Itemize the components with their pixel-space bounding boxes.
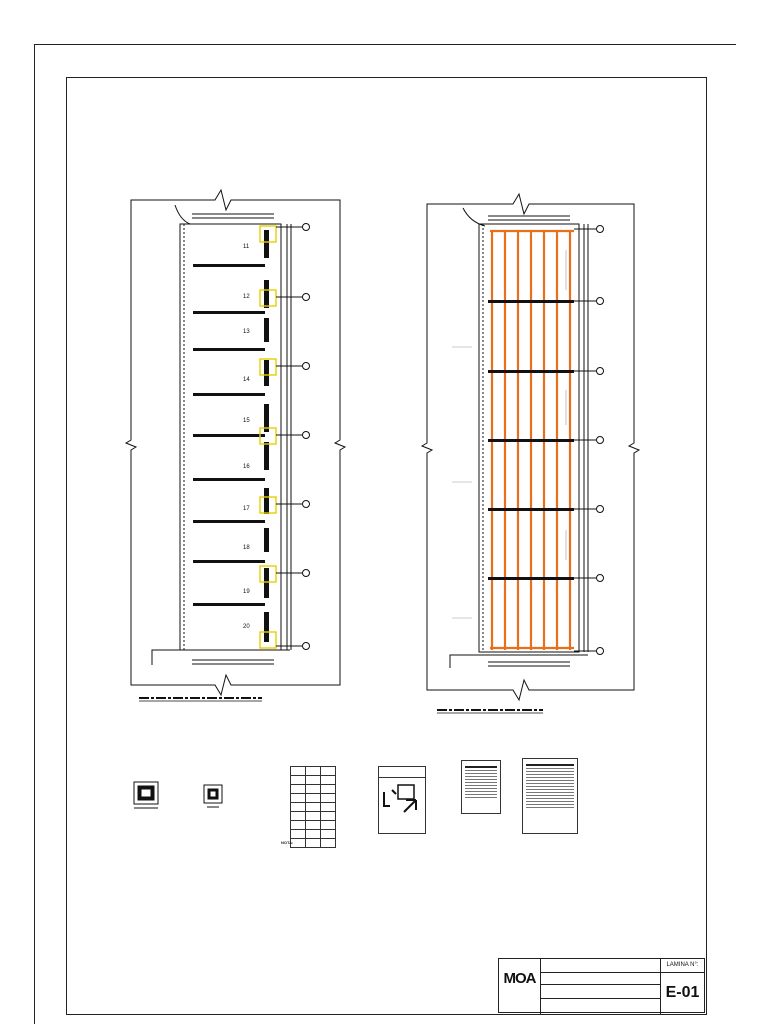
table-cell: [290, 829, 306, 839]
table-cell: [305, 793, 321, 803]
right-axis-markers: [574, 225, 604, 655]
table-cell: [320, 775, 336, 785]
left-bay-labels: 11 12 13 14 15 16 17 18 19 20: [243, 244, 250, 630]
table-header-cell: [290, 766, 306, 776]
right-plan-outline: [420, 192, 641, 702]
right-slab-outline: [478, 223, 580, 653]
table-row: [290, 802, 336, 812]
table-cell: [290, 802, 306, 812]
detail-section-graphic: [383, 784, 417, 813]
table-row: [290, 784, 336, 794]
table-cell: [320, 811, 336, 821]
table-cell: [320, 838, 336, 848]
detail-box: [378, 766, 426, 834]
table-cell: [305, 775, 321, 785]
table-cell: [290, 820, 306, 830]
right-plan-caption: [437, 709, 543, 714]
table-row: [290, 829, 336, 839]
table-cell: [320, 829, 336, 839]
table-cell: [305, 802, 321, 812]
right-annotations: [452, 250, 567, 619]
spec-sheet-1: [461, 760, 501, 814]
table-row: [290, 838, 336, 848]
left-plan: [124, 188, 347, 697]
bay-label: 11: [243, 244, 250, 250]
company-logo: MOA: [499, 959, 541, 1014]
sheet-number-cell: LAMINA N°: E-01: [661, 959, 704, 1014]
table-cell: [320, 793, 336, 803]
table-row: [290, 766, 336, 776]
table-row: [290, 793, 336, 803]
table-header-cell: [320, 766, 336, 776]
table-cell: [290, 784, 306, 794]
bay-label: 12: [243, 294, 250, 300]
bay-label: 19: [243, 589, 250, 595]
title-block-info: [541, 959, 661, 1014]
left-plan-outline: [124, 188, 347, 697]
title-block: MOA LAMINA N°: E-01: [498, 958, 705, 1014]
table-cell: [305, 784, 321, 794]
title-block-footer: [541, 999, 660, 1013]
left-axis-markers: [276, 223, 310, 650]
schedule-table: [290, 766, 336, 848]
table-cell: [305, 820, 321, 830]
location: [541, 985, 660, 999]
sheet-top-border: [34, 44, 736, 45]
project-name: [541, 959, 660, 973]
sheet-number: E-01: [665, 984, 700, 1001]
detail-thumbnail-2: [203, 784, 223, 808]
left-plan-caption: [139, 697, 262, 702]
bay-label: 14: [243, 377, 250, 383]
drawing-title: [541, 973, 660, 985]
table-cell: [320, 802, 336, 812]
sheet-left-border: [34, 44, 35, 1024]
detail-thumbnail-1: [133, 781, 159, 809]
bay-label: 20: [243, 624, 250, 630]
table-header-cell: [305, 766, 321, 776]
table-row: [290, 820, 336, 830]
bay-label: 18: [243, 545, 250, 551]
spec-sheet-2: [522, 758, 578, 834]
table-cell: [305, 829, 321, 839]
bay-label: 16: [243, 464, 250, 470]
drawing-frame: [66, 77, 707, 1015]
right-plan: [420, 192, 641, 702]
table-row: [290, 811, 336, 821]
table-cell: [290, 775, 306, 785]
bay-label: 15: [243, 418, 250, 424]
table-cell: [320, 820, 336, 830]
left-joists: [193, 230, 269, 642]
table-cell: [290, 811, 306, 821]
bay-label: 13: [243, 329, 250, 335]
table-cell: [290, 793, 306, 803]
table-cell: [320, 784, 336, 794]
lamina-label: LAMINA N°:: [661, 959, 704, 973]
note-label: NOTA:: [281, 840, 294, 845]
table-cell: [305, 811, 321, 821]
general-note: NOTA:: [281, 840, 401, 845]
right-beams: [488, 300, 574, 580]
bay-label: 17: [243, 506, 250, 512]
detail-title: [379, 767, 425, 778]
left-highlights: [259, 225, 277, 649]
logo-mark: MOA: [503, 970, 537, 987]
table-row: [290, 775, 336, 785]
